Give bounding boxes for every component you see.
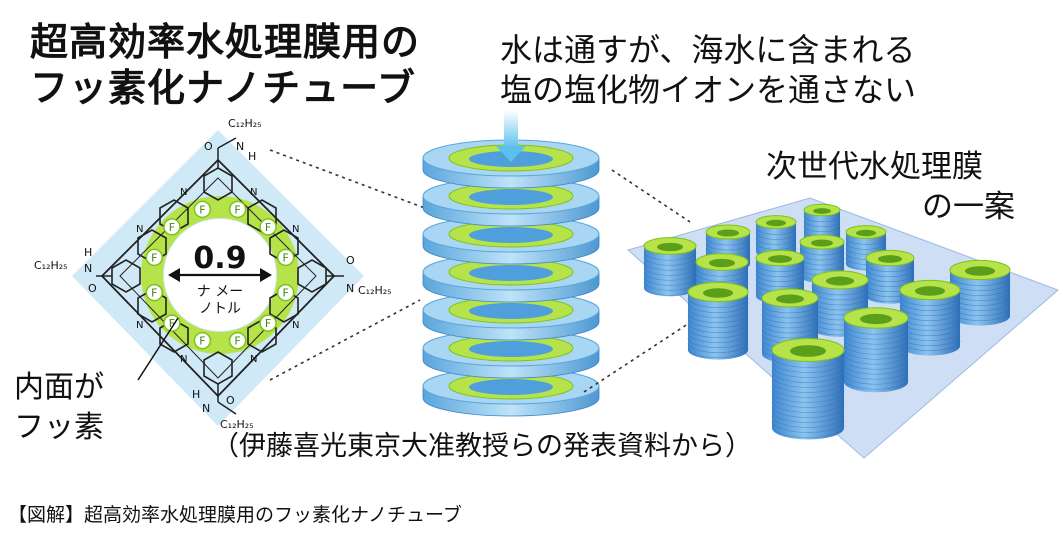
svg-text:F: F (234, 203, 240, 216)
unit-line-1: ナ メー (197, 284, 243, 300)
substituent-bonds (96, 137, 344, 415)
nanotube-ring (422, 367, 600, 417)
svg-text:F: F (283, 287, 289, 300)
membrane-tube (843, 307, 909, 393)
proposal-line-2: の一案 (922, 189, 1015, 225)
svg-text:F: F (199, 335, 205, 348)
backbone-n-1: N (180, 187, 187, 198)
membrane-tube (755, 215, 797, 259)
nanotube-ring (422, 177, 600, 227)
source-credit: （伊藤喜光東京大准教授らの発表資料から） (212, 431, 752, 462)
fluorine-atom: F (259, 218, 277, 236)
membrane-array (626, 197, 1059, 459)
svg-text:F: F (169, 317, 175, 330)
inner-label-line-1: 内面が (14, 370, 104, 405)
substituent-right: C₁₂H₂₅ (358, 284, 392, 297)
carbonyl-o-bottom: O (226, 394, 235, 407)
substituent-top: C₁₂H₂₅ (228, 117, 262, 130)
backbone-n-2: N (250, 187, 257, 198)
carbonyl-o-right: O (346, 254, 355, 267)
pore-diameter-value: 0.9 (193, 241, 246, 276)
amide-h-bottom: H (192, 388, 200, 401)
svg-text:F: F (169, 221, 175, 234)
fluorine-ring (141, 196, 299, 354)
amide-h-left: H (84, 246, 92, 259)
unit-line-2: ノトル (199, 301, 241, 317)
fluorine-atom: F (163, 314, 181, 332)
svg-text:F: F (234, 335, 240, 348)
amide-n-bottom: N (202, 402, 210, 415)
inner-surface-pointer (137, 317, 179, 381)
backbone-n-3: N (180, 354, 187, 365)
svg-text:F: F (199, 203, 205, 216)
fluorine-atom: F (276, 248, 295, 267)
nanotube-stack (422, 139, 600, 417)
water-flow-arrow (496, 110, 526, 162)
fluorine-atom: F (228, 200, 247, 219)
fluorine-atom: F (276, 283, 295, 302)
nanotube-ring (422, 253, 600, 303)
proposal-line-1: 次世代水処理膜 (766, 149, 983, 185)
amide-n-top: N (236, 140, 244, 153)
fluorine-atom: F (193, 331, 212, 350)
macrocycle-molecule: C₁₂H₂₅ N O H C₁₂H₂₅ H N O C₁₂H₂₅ O N H N… (34, 117, 392, 431)
membrane-tube (771, 337, 845, 440)
membrane-tube (687, 281, 749, 360)
projection-lines-right (583, 169, 701, 393)
membrane-tube (899, 279, 961, 356)
carbonyl-o-top: O (204, 140, 213, 153)
svg-text:F: F (151, 251, 157, 264)
amide-h-top: H (248, 150, 256, 163)
membrane-tube (643, 237, 697, 297)
fluorine-atom: F (145, 248, 164, 267)
svg-text:F: F (265, 221, 271, 234)
inner-label-line-2: フッ素 (14, 410, 104, 445)
fluorine-atom: F (193, 200, 212, 219)
fluorine-atoms: F F F F F F F F F F F F (145, 200, 295, 350)
carbonyl-o-left: O (88, 282, 97, 295)
backbone-n-6: N (292, 224, 299, 235)
substituent-bottom: C₁₂H₂₅ (220, 418, 254, 431)
diameter-arrow (168, 268, 272, 282)
backbone-n-8: N (292, 320, 299, 331)
amide-n-left: N (84, 262, 92, 275)
svg-text:F: F (151, 287, 157, 300)
fluorine-atom: F (228, 331, 247, 350)
annotation-line-2: 塩の塩化物イオンを通さない (500, 71, 917, 109)
backbone-inner (119, 177, 317, 379)
membrane-tube (949, 259, 1011, 326)
nanotube-ring (422, 291, 600, 341)
headline-line-2: フッ素化ナノチューブ (30, 66, 416, 110)
backbone-n-7: N (136, 320, 143, 331)
annotation-line-1: 水は通すが、海水に含まれる (500, 31, 916, 69)
svg-text:F: F (265, 317, 271, 330)
fluorine-atom: F (259, 314, 277, 332)
nanotube-ring (422, 329, 600, 379)
fluorine-atom: F (145, 283, 164, 302)
membrane-tubes (643, 203, 1011, 440)
projection-lines-left (269, 149, 431, 381)
nanotube-ring (422, 215, 600, 265)
amide-n-right: N (346, 282, 354, 295)
backbone-n-4: N (250, 354, 257, 365)
svg-text:F: F (283, 251, 289, 264)
fluorine-atom: F (163, 218, 181, 236)
substituent-left: C₁₂H₂₅ (34, 259, 68, 272)
headline-line-1: 超高効率水処理膜用の (30, 20, 421, 64)
figure-caption: 【図解】超高効率水処理膜用のフッ素化ナノチューブ (8, 504, 462, 526)
backbone-n-5: N (136, 224, 143, 235)
